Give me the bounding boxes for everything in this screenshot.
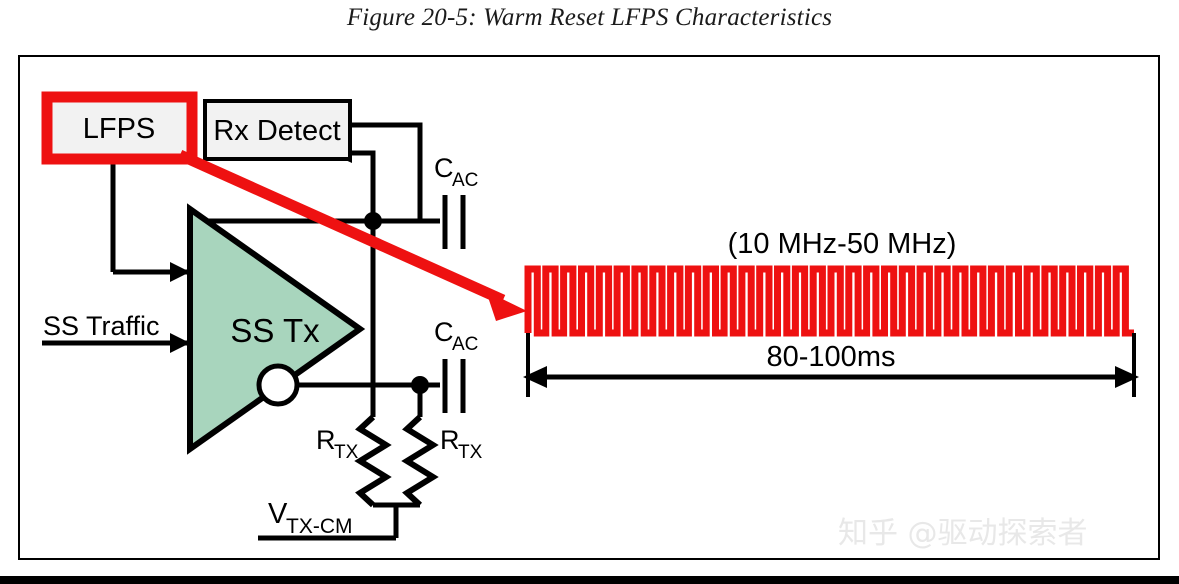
junction-dot-top <box>364 212 382 230</box>
diagram-frame: SS Tx C AC C AC R TX R TX V TX-CM SS Tra <box>18 55 1160 560</box>
vtx-cm-symbol: V <box>268 498 288 530</box>
rx-detect-label: Rx Detect <box>213 115 340 147</box>
inverting-bubble-icon <box>256 363 300 407</box>
lfps-pointer-arrow <box>177 149 527 321</box>
junction-dot-bottom <box>411 376 429 394</box>
circuit-diagram: SS Tx C AC C AC R TX R TX V TX-CM SS Tra <box>41 91 1139 541</box>
vtx-cm-rail <box>258 502 420 541</box>
lfps-burst-waveform <box>524 265 1134 337</box>
capacitor-top <box>442 195 466 249</box>
resistor-right <box>401 414 439 508</box>
cap-top-subscript: AC <box>452 170 478 191</box>
cap-top-symbol: C <box>434 153 454 183</box>
resistor-left <box>354 414 392 508</box>
resistor-left-symbol: R <box>316 425 336 455</box>
cap-bottom-symbol: C <box>434 317 454 347</box>
lfps-block[interactable] <box>41 91 198 165</box>
watermark: 知乎 @驱动探索者 <box>838 516 1088 551</box>
waveform-path <box>524 265 1134 337</box>
duration-label: 80-100ms <box>767 341 896 373</box>
vtx-cm-subscript: TX-CM <box>286 515 353 538</box>
resistor-left-subscript: TX <box>334 442 359 463</box>
junction-dots <box>364 212 429 394</box>
lfps-label: LFPS <box>83 113 156 145</box>
capacitor-bottom <box>442 359 466 413</box>
dimension-extension-lines <box>526 333 1136 397</box>
ss-traffic-label: SS Traffic <box>43 311 160 341</box>
resistor-right-symbol: R <box>440 425 460 455</box>
duration-dimension-arrow <box>523 366 1139 388</box>
rx-detect-block[interactable] <box>203 99 352 161</box>
cap-bottom-subscript: AC <box>452 334 478 355</box>
bottom-rule <box>0 576 1179 584</box>
waveform-frequency-label: (10 MHz-50 MHz) <box>728 228 957 260</box>
page-title: Figure 20-5: Warm Reset LFPS Characteris… <box>346 4 833 31</box>
ss-tx-label: SS Tx <box>230 312 320 349</box>
resistor-right-subscript: TX <box>458 442 483 463</box>
